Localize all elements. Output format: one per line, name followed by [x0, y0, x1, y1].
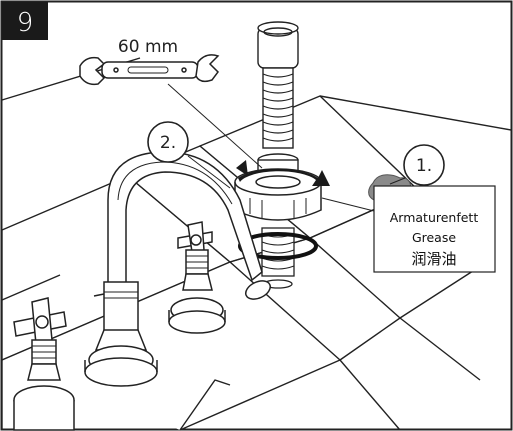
step-marker-2-label: 2.	[160, 133, 176, 153]
wrench-size-label: 60 mm	[118, 37, 178, 57]
valve-handle-right	[168, 221, 226, 334]
step-marker-1: 1.	[403, 144, 445, 186]
rotation-arrows	[236, 160, 330, 186]
step-number: 9	[17, 8, 34, 38]
wrench-icon	[79, 54, 220, 86]
grease-label-de: Armaturenfett	[390, 210, 479, 225]
grease-label-cn: 润滑油	[411, 250, 456, 268]
grease-callout: Armaturenfett Grease 润滑油	[373, 185, 496, 273]
mounting-nut	[234, 168, 322, 221]
grease-label-en: Grease	[412, 230, 456, 245]
step-marker-1-label: 1.	[416, 156, 432, 176]
valve-handle-left	[13, 297, 75, 431]
grease-callout-box	[373, 185, 496, 273]
step-marker-2: 2.	[147, 121, 189, 163]
step-badge: 9	[2, 2, 48, 40]
leader-lines	[167, 83, 406, 213]
spout	[107, 151, 272, 300]
spout-base	[84, 281, 158, 387]
step-badge-background	[2, 2, 48, 40]
